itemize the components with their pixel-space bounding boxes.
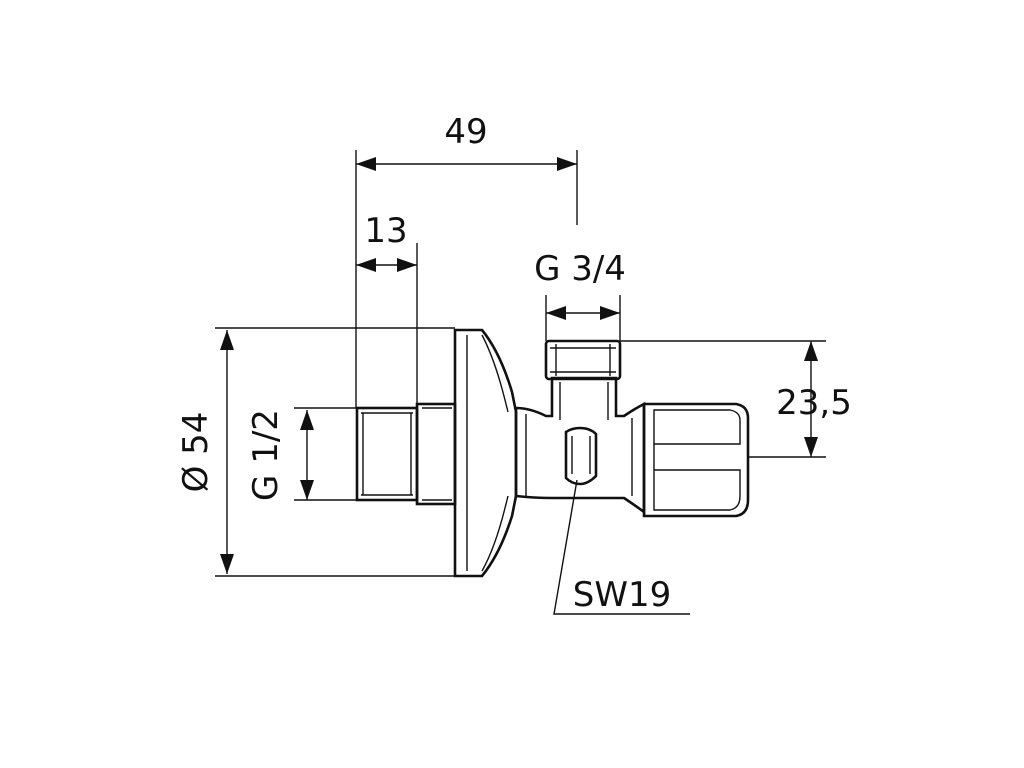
dimension-label-inlet-length: 13 — [364, 211, 407, 251]
extension-lines — [215, 150, 826, 615]
dimension-label-overall-length: 49 — [444, 112, 487, 152]
dimension-overall-length: 49 — [356, 112, 577, 171]
dimension-inlet-length: 13 — [356, 211, 417, 272]
dimension-label-outlet-thread: G 3/4 — [534, 249, 626, 289]
dimension-flange-diameter: Ø 54 — [176, 330, 234, 574]
dimension-outlet-offset: 23,5 — [776, 341, 852, 457]
dimension-label-outlet-offset: 23,5 — [776, 383, 852, 423]
dimension-label-wrench-size: SW19 — [573, 575, 671, 615]
valve-main-body — [514, 376, 646, 515]
inlet-hex — [415, 402, 457, 506]
dimension-label-inlet-thread: G 1/2 — [246, 409, 286, 501]
rosette-flange — [453, 328, 518, 578]
valve-handle-cap — [642, 402, 750, 518]
inlet-nipple — [355, 406, 419, 502]
dimension-wrench-size: SW19 — [573, 575, 671, 615]
dimension-inlet-thread: G 1/2 — [246, 407, 356, 501]
valve-body — [355, 328, 750, 578]
outlet-connection-nut — [544, 339, 622, 381]
dimension-label-flange-diameter: Ø 54 — [176, 412, 216, 493]
dimension-outlet-thread: G 3/4 — [534, 249, 626, 320]
